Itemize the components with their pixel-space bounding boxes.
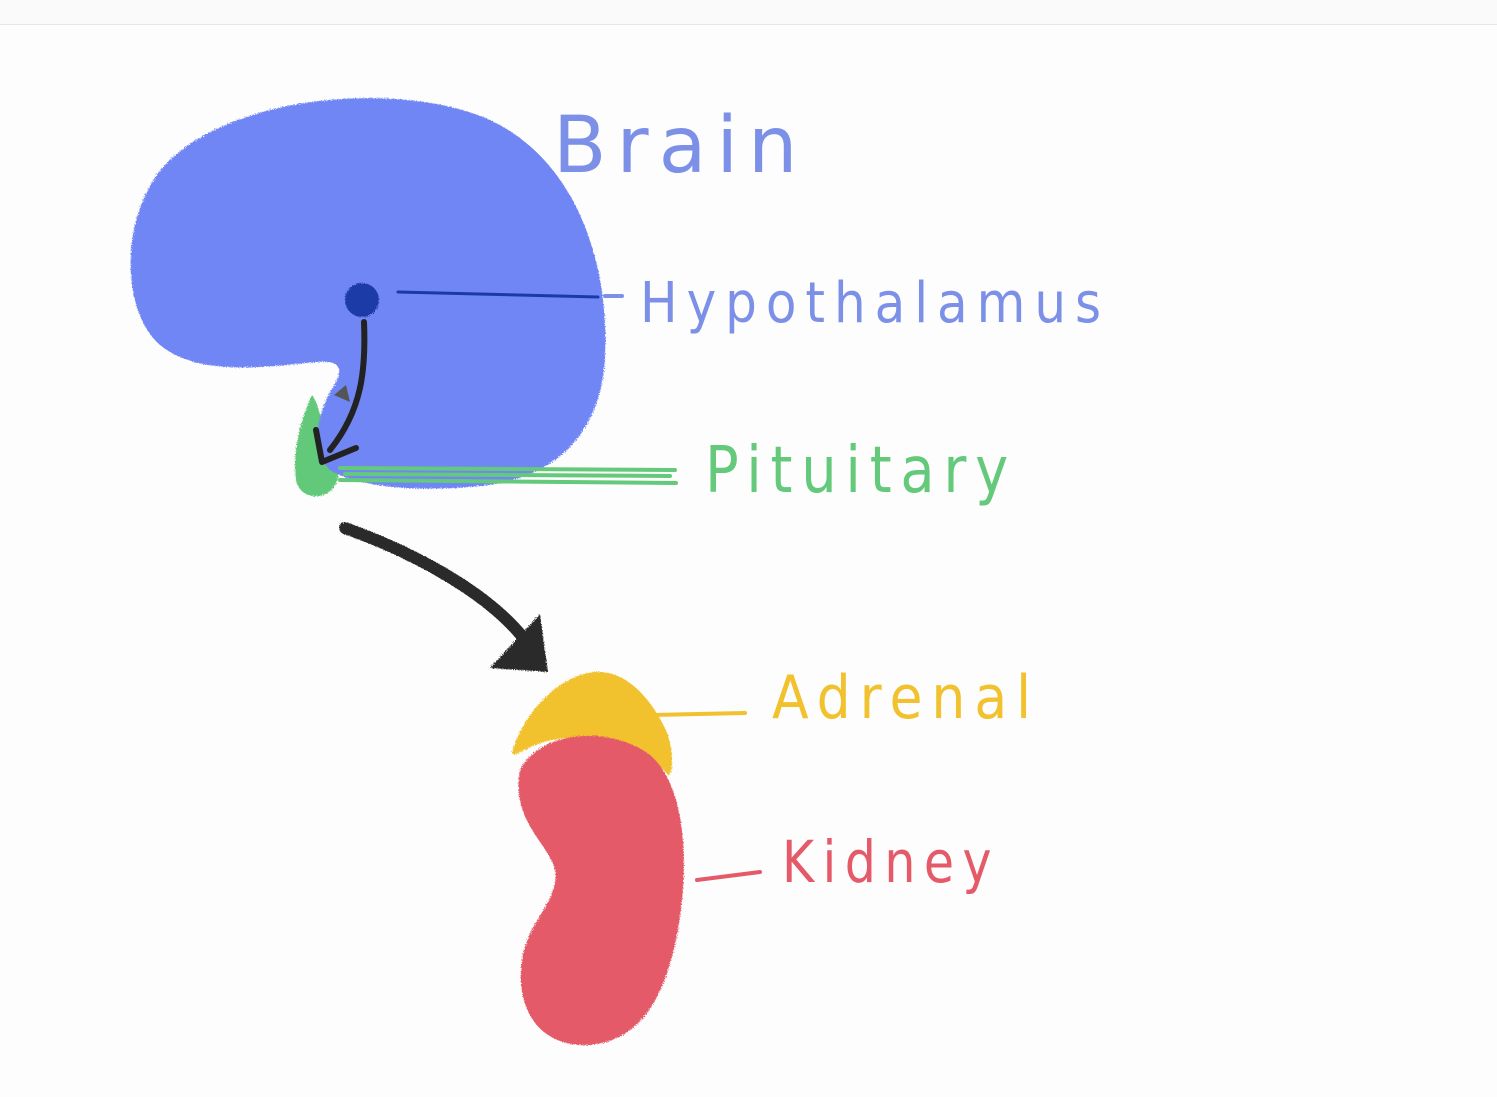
kidney-shape	[518, 736, 683, 1045]
adrenal-label: Adrenal	[772, 663, 1040, 733]
big-arrowhead-icon	[490, 614, 548, 672]
pituitary-to-adrenal-arrow	[345, 528, 525, 640]
hypothalamus-label: Hypothalamus	[640, 271, 1110, 336]
adrenal-leader-line	[652, 713, 745, 715]
pituitary-leader-line	[340, 468, 676, 483]
hypothalamus-dot	[345, 283, 379, 317]
brain-label: Brain	[553, 101, 807, 191]
kidney-label: Kidney	[782, 828, 1000, 896]
kidney-leader-line	[697, 872, 760, 880]
pituitary-label: Pituitary	[705, 434, 1017, 508]
